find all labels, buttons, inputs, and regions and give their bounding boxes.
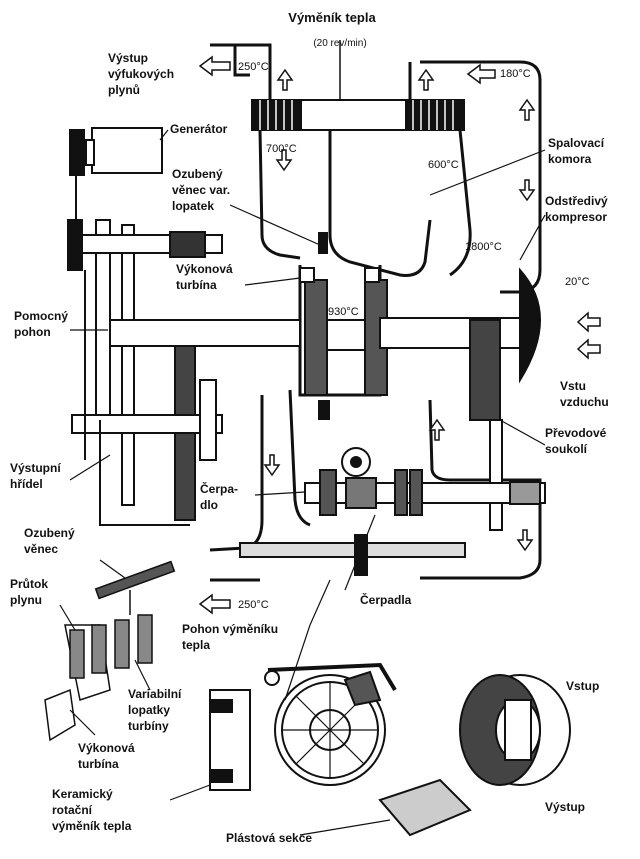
- label-exhaust-outlet-3: plynů: [108, 83, 140, 97]
- centrifugal-compressor: [379, 267, 541, 531]
- ceramic-heat-exchanger-detail: [209, 662, 472, 837]
- label-var-blades-1: Variabilní: [128, 687, 182, 701]
- label-ceramic-3: výměník tepla: [52, 819, 132, 833]
- heat-exchanger-drum: [251, 40, 465, 131]
- label-air-inlet-1: Vstu: [560, 379, 586, 393]
- temp-250-bottom: 250°C: [238, 599, 269, 611]
- temp-250-top: 250°C: [238, 61, 269, 73]
- label-ceramic-2: rotační: [52, 803, 93, 817]
- label-var-vanes-gear-3: lopatek: [172, 199, 214, 213]
- label-heat-exchanger-title: Výměník tepla: [288, 10, 376, 25]
- label-pump-1: Čerpa-: [200, 481, 238, 496]
- power-turbine-core: [299, 232, 388, 420]
- regenerator-wheel-detail: [459, 674, 571, 786]
- label-compressor-1: Odstředivý: [545, 194, 608, 208]
- label-var-vanes-gear-2: věnec var.: [172, 183, 230, 197]
- temperature-labels: 250°C 180°C 700°C 600°C 1800°C 930°C 20°…: [238, 61, 590, 611]
- temp-930: 930°C: [328, 306, 359, 318]
- leader-lines: [59, 129, 546, 836]
- temp-700: 700°C: [266, 143, 297, 155]
- label-gear-ring-2: věnec: [24, 542, 58, 556]
- label-pump-2: dlo: [200, 498, 218, 512]
- text-labels: Výměník tepla (20 rev/min) Výstup výfuko…: [10, 10, 609, 845]
- label-air-inlet-2: vzduchu: [560, 395, 609, 409]
- label-power-turbine-b-1: Výkonová: [78, 741, 135, 755]
- label-gearbox-2: soukolí: [545, 442, 588, 456]
- label-exchanger-drive-2: tepla: [182, 638, 210, 652]
- label-var-blades-3: turbíny: [128, 719, 169, 733]
- label-gearbox-1: Převodové: [545, 426, 607, 440]
- label-heat-exchanger-speed: (20 rev/min): [313, 38, 366, 49]
- label-exhaust-outlet-2: výfukových: [108, 67, 174, 81]
- label-var-blades-2: lopatky: [128, 703, 170, 717]
- label-inlet: Vstup: [566, 679, 599, 693]
- variable-vanes-detail: [44, 560, 176, 742]
- label-compressor-2: kompresor: [545, 210, 607, 224]
- label-var-vanes-gear-1: Ozubený: [172, 167, 223, 181]
- left-gear-train: [67, 219, 301, 526]
- label-output-shaft-2: hřídel: [10, 477, 43, 491]
- temp-1800: 1800°C: [465, 241, 502, 253]
- label-combustion-1: Spalovací: [548, 136, 605, 150]
- label-gear-ring-1: Ozubený: [24, 526, 75, 540]
- label-outlet: Výstup: [545, 800, 585, 814]
- label-combustion-2: komora: [548, 152, 592, 166]
- label-power-turbine-2: turbína: [176, 278, 217, 292]
- label-generator: Generátor: [170, 122, 228, 136]
- label-exchanger-drive-1: Pohon výměníku: [182, 622, 278, 636]
- label-aux-drive-2: pohon: [14, 325, 51, 339]
- label-plate-section: Plástová sekce: [226, 831, 312, 845]
- pump-shaft: [239, 447, 546, 576]
- label-gas-flow-1: Průtok: [10, 577, 48, 591]
- flow-arrows: [198, 55, 601, 615]
- temp-20: 20°C: [565, 276, 590, 288]
- label-power-turbine-b-2: turbína: [78, 757, 119, 771]
- label-output-shaft-1: Výstupní: [10, 461, 61, 475]
- label-power-turbine-1: Výkonová: [176, 262, 233, 276]
- temp-180: 180°C: [500, 68, 531, 80]
- label-pumps: Čerpadla: [360, 592, 412, 607]
- label-gas-flow-2: plynu: [10, 593, 42, 607]
- label-ceramic-1: Keramický: [52, 787, 113, 801]
- label-exhaust-outlet-1: Výstup: [108, 51, 148, 65]
- label-aux-drive-1: Pomocný: [14, 309, 68, 323]
- temp-600: 600°C: [428, 159, 459, 171]
